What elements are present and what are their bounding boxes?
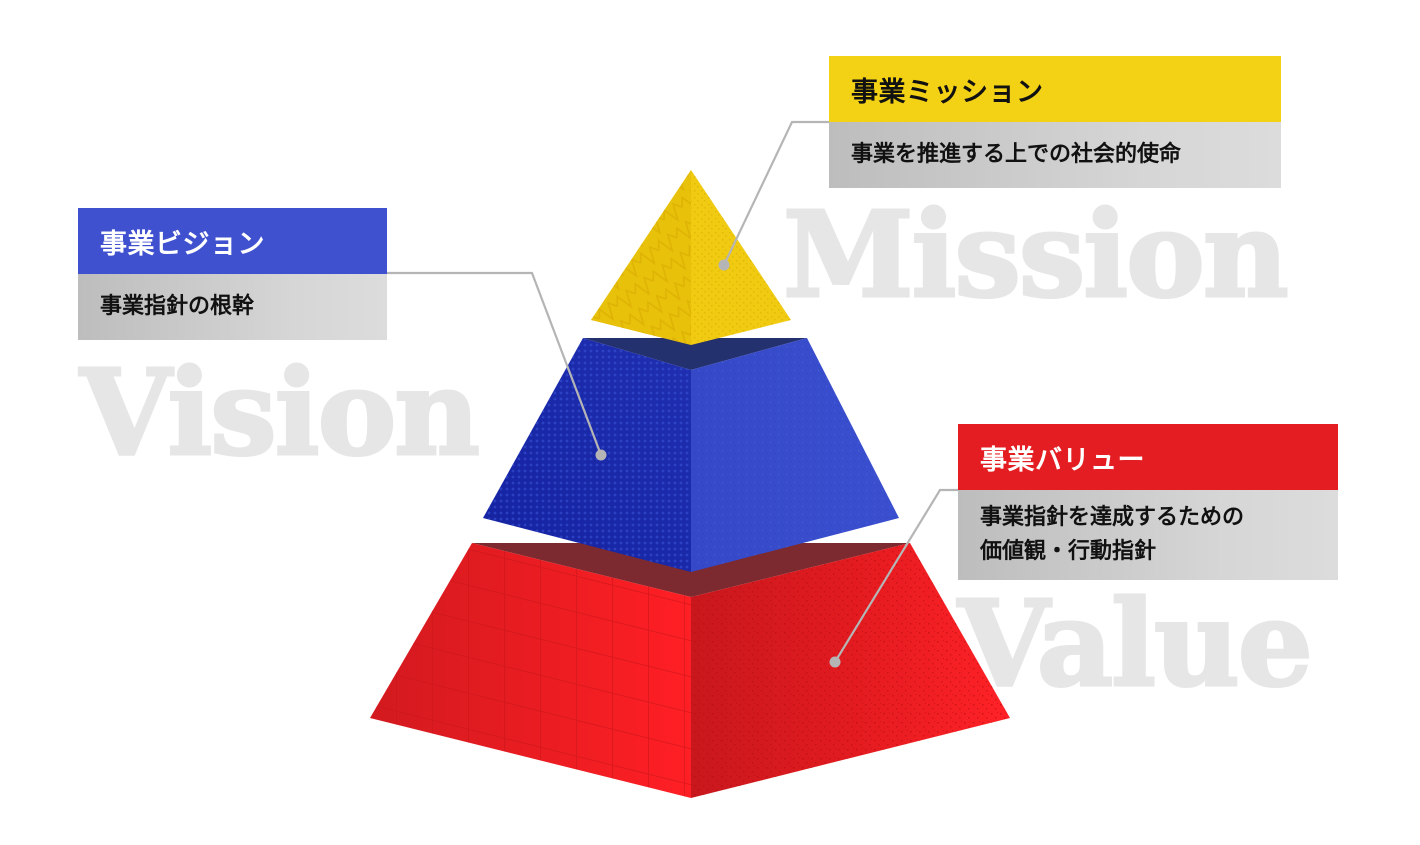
mission-description: 事業を推進する上での社会的使命 [829, 122, 1281, 188]
vision-description: 事業指針の根幹 [78, 274, 387, 340]
connectors [387, 120, 958, 663]
mission-card: 事業ミッション 事業を推進する上での社会的使命 [829, 56, 1281, 188]
value-watermark: Value [957, 574, 1315, 713]
vision-card: 事業ビジョン 事業指針の根幹 [78, 208, 387, 340]
value-description-line: 事業指針を達成するための [980, 505, 1245, 530]
mission-watermark: Mission [782, 185, 1291, 324]
value-tier [370, 543, 1010, 798]
vision-description-line: 事業指針の根幹 [100, 294, 255, 319]
value-title: 事業バリュー [958, 424, 1338, 490]
vision-tier [483, 338, 899, 572]
vision-connector-dot [595, 449, 607, 461]
value-connector-dot [829, 656, 841, 668]
value-description: 事業指針を達成するための 価値観・行動指針 [958, 490, 1338, 580]
mission-connector-dot [718, 259, 730, 271]
vision-connector [387, 271, 603, 456]
mission-title: 事業ミッション [829, 56, 1281, 122]
vision-title: 事業ビジョン [78, 208, 387, 274]
mission-tier [591, 170, 791, 345]
mission-description-line: 事業を推進する上での社会的使命 [851, 142, 1182, 167]
vision-watermark: Vision [78, 343, 481, 482]
value-card: 事業バリュー 事業指針を達成するための 価値観・行動指針 [958, 424, 1338, 580]
value-description-line: 価値観・行動指針 [980, 539, 1157, 564]
mission-connector [723, 120, 829, 266]
value-connector [834, 488, 958, 663]
